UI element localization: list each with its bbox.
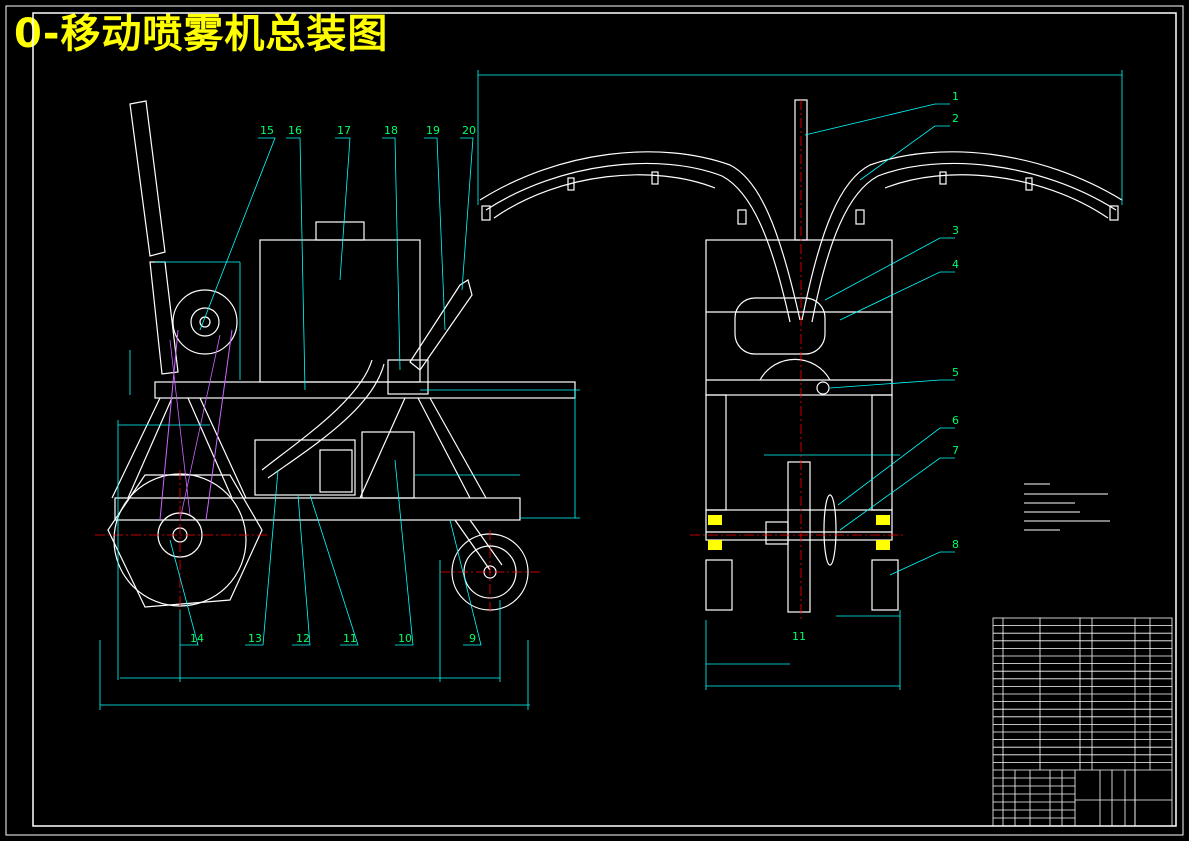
callout-13: 13 — [248, 632, 262, 645]
callout-11: 11 — [343, 632, 357, 645]
page-title: 0-移动喷雾机总装图 — [14, 11, 389, 57]
callout-11-front: 11 — [792, 630, 806, 643]
callout-10: 10 — [398, 632, 412, 645]
callout-14: 14 — [190, 632, 204, 645]
callout-18: 18 — [384, 124, 398, 137]
push-handle — [129, 100, 166, 257]
inner-border — [32, 12, 1177, 827]
callout-15: 15 — [260, 124, 274, 137]
side-view — [95, 100, 576, 615]
callout-17: 17 — [337, 124, 351, 137]
spray-tank — [259, 239, 421, 383]
callout-7: 7 — [952, 444, 959, 457]
callout-16: 16 — [288, 124, 302, 137]
curved-pipe — [261, 359, 373, 471]
rear-axle — [705, 509, 893, 541]
spray-boom-left — [479, 151, 801, 321]
front-wheel-center — [787, 461, 811, 613]
callout-12: 12 — [296, 632, 310, 645]
control-lever — [409, 279, 473, 371]
battery — [361, 431, 415, 499]
drive-wheel — [107, 474, 263, 608]
callout-6: 6 — [952, 414, 959, 427]
pump-box — [254, 439, 356, 496]
callout-1: 1 — [952, 90, 959, 103]
spray-boom-right — [801, 151, 1123, 321]
callout-2: 2 — [952, 112, 959, 125]
lower-frame — [114, 497, 521, 521]
upper-sprocket — [172, 289, 238, 355]
front-view — [479, 99, 1123, 620]
callout-5: 5 — [952, 366, 959, 379]
title-block — [992, 617, 1173, 827]
callout-20: 20 — [462, 124, 476, 137]
callout-9: 9 — [469, 632, 476, 645]
side-view-dimensions — [99, 137, 580, 710]
front-view-dimensions — [477, 70, 1123, 690]
motor — [734, 297, 826, 355]
callout-3: 3 — [952, 224, 959, 237]
front-view-callout-labels: 1 2 3 4 5 6 7 8 11 — [792, 90, 959, 643]
side-view-callout-labels: 15 16 17 18 19 20 14 13 12 11 10 9 — [190, 124, 476, 645]
callout-4: 4 — [952, 258, 959, 271]
technical-notes — [1024, 483, 1110, 531]
front-frame — [705, 239, 893, 396]
outer-border — [5, 5, 1184, 836]
callout-19: 19 — [426, 124, 440, 137]
callout-8: 8 — [952, 538, 959, 551]
